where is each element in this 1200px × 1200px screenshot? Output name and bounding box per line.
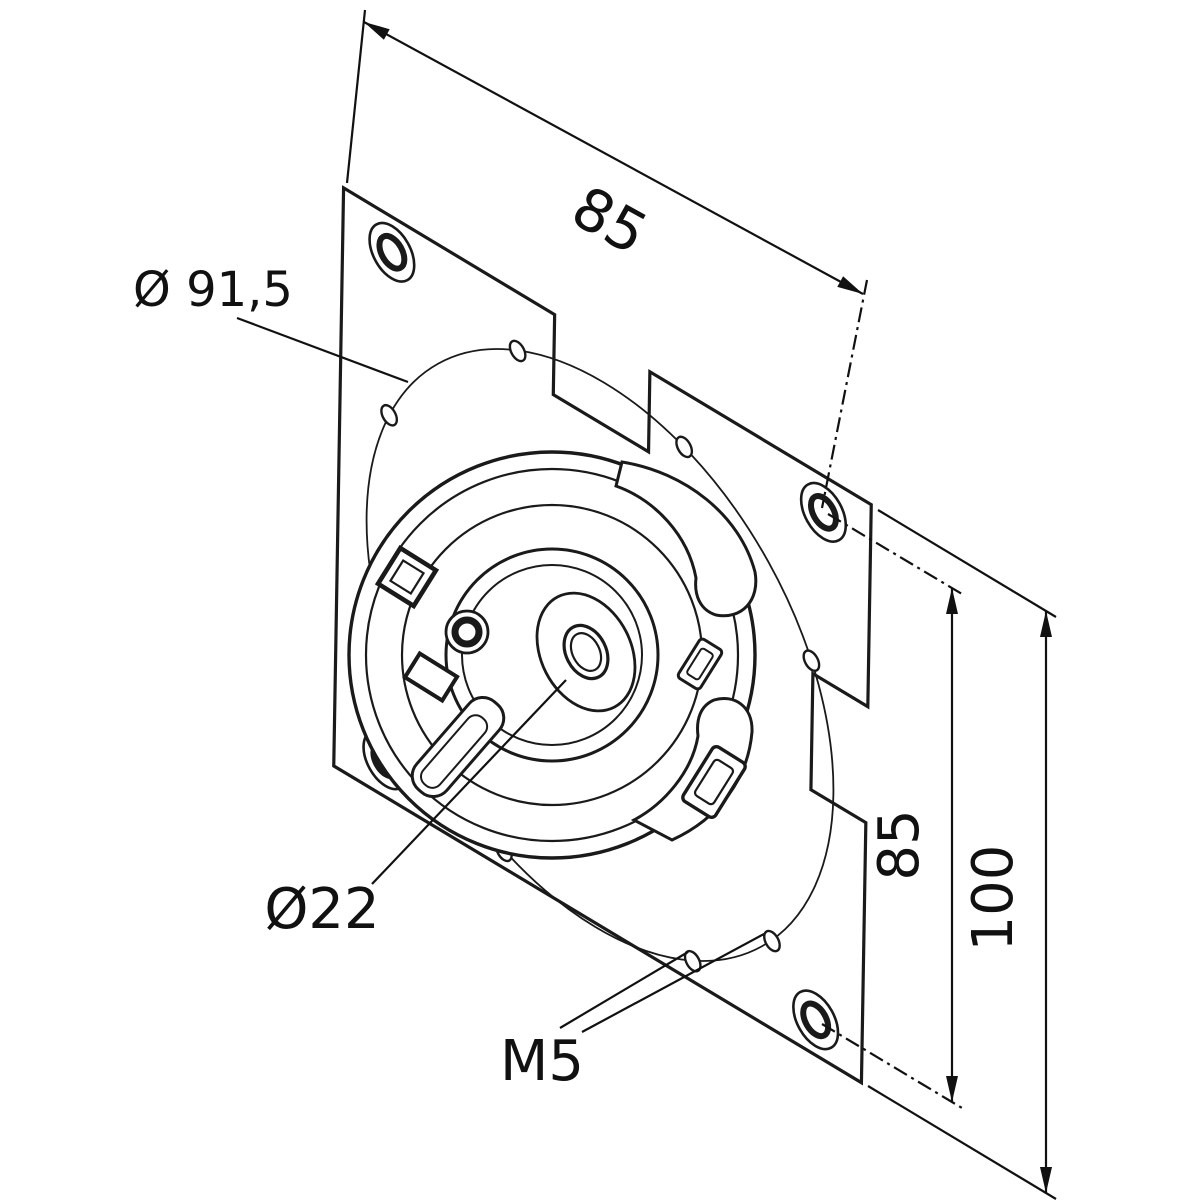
motor-mount-ring: [347, 450, 758, 860]
dimensions: 85 Ø 91,5 Ø22 M5 85: [133, 9, 1057, 1200]
m5-hole: [381, 402, 397, 429]
m5-hole: [676, 433, 692, 460]
m5-hole: [510, 337, 526, 364]
dimension-label-width: 85: [561, 173, 659, 268]
dimension-height-100: 100: [867, 509, 1057, 1200]
corner-hole-bottom-right: [793, 980, 839, 1059]
square-hole: [374, 544, 440, 610]
bolt-circle: [362, 243, 838, 1067]
corner-hole-top-left: [369, 213, 415, 292]
release-lever: [410, 695, 506, 799]
label-bolt-circle: Ø 91,5: [133, 262, 409, 384]
clip-slot-large: [681, 744, 747, 820]
label-center-bore: Ø22: [264, 679, 567, 942]
dimension-label-height-holes: 85: [867, 809, 932, 880]
thread-label: M5: [500, 1029, 584, 1094]
ring-bore-inner: [461, 564, 643, 746]
rect-hole: [402, 650, 460, 704]
center-boss: [535, 591, 637, 713]
pivot-hub: [444, 609, 490, 655]
bolt-circle-label: Ø 91,5: [133, 262, 293, 318]
ring-inner-edge: [364, 467, 740, 843]
m5-hole: [685, 948, 701, 975]
m5-hole: [804, 647, 820, 674]
dimension-label-overall-height: 100: [961, 845, 1026, 952]
clip-slot-small: [676, 637, 724, 691]
dimension-height-85: 85: [821, 513, 963, 1109]
label-thread-m5: M5: [500, 933, 765, 1094]
clip-arm-upper: [614, 460, 758, 618]
center-bore-label: Ø22: [264, 877, 379, 942]
center-bore-hole: [562, 623, 610, 681]
m5-hole: [764, 927, 780, 954]
